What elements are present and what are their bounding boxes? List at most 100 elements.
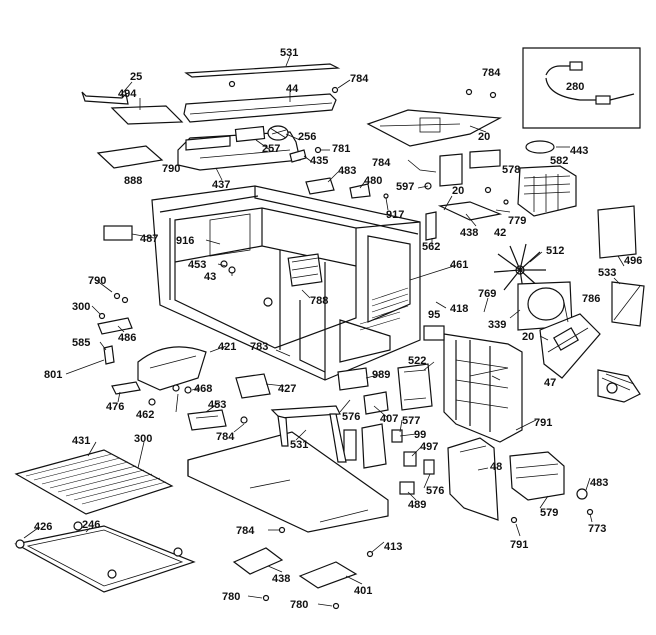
part-label: 784 <box>372 157 391 169</box>
part-label: 497 <box>420 441 438 453</box>
part-label: 576 <box>426 485 444 497</box>
part-label: 531 <box>290 439 308 451</box>
part-label: 576 <box>342 411 360 423</box>
bottom-trim-bar <box>270 405 347 463</box>
part-label: 781 <box>332 143 350 155</box>
part-label: 780 <box>222 591 240 603</box>
part-number-labels: 531 25 494 784 44 256 257 781 435 437 88… <box>34 47 642 611</box>
part-label: 20 <box>478 131 490 143</box>
part-label: 443 <box>570 145 588 157</box>
part-label: 453 <box>188 259 206 271</box>
part-label: 487 <box>140 233 158 245</box>
part-label: 489 <box>408 499 426 511</box>
waveguide-cover <box>366 109 503 147</box>
bracket-25 <box>81 91 129 105</box>
part-label: 99 <box>414 429 426 441</box>
part-label: 256 <box>298 131 316 143</box>
fan-orifice <box>517 281 573 331</box>
part-label: 47 <box>544 377 556 389</box>
part-label: 486 <box>118 332 136 344</box>
leader-lines <box>23 55 625 607</box>
bottom-screws <box>262 526 374 610</box>
parts-42-438-562 <box>425 186 509 241</box>
part-label: 421 <box>218 341 236 353</box>
part-label: 533 <box>598 267 616 279</box>
part-label: 453 <box>208 399 226 411</box>
magnetron-fuse-group <box>407 140 555 190</box>
center-small-parts <box>187 373 271 431</box>
insulation-sheet <box>110 105 184 125</box>
inset-box-280 <box>522 47 641 129</box>
part-label: 801 <box>44 369 62 381</box>
part-label: 435 <box>310 155 328 167</box>
part-label: 300 <box>72 301 90 313</box>
vent-motor-assembly <box>539 313 601 379</box>
transformer-582 <box>517 165 577 217</box>
part-label: 494 <box>118 88 137 100</box>
part-label: 888 <box>124 175 142 187</box>
part-label: 790 <box>162 163 180 175</box>
part-label: 788 <box>310 295 328 307</box>
screw-group-top <box>228 80 497 99</box>
part-label: 579 <box>540 507 558 519</box>
side-duct-48 <box>447 437 499 521</box>
part-label: 426 <box>34 521 52 533</box>
part-label: 480 <box>364 175 382 187</box>
part-label: 784 <box>482 67 501 79</box>
part-label: 512 <box>546 245 564 257</box>
part-label: 916 <box>176 235 194 247</box>
oven-cavity-frame <box>151 185 421 381</box>
part-label: 784 <box>216 431 235 443</box>
part-label: 401 <box>354 585 372 597</box>
part-label: 791 <box>510 539 528 551</box>
part-label: 582 <box>550 155 568 167</box>
part-label: 989 <box>372 369 390 381</box>
part-label: 48 <box>490 461 502 473</box>
part-label: 25 <box>130 71 142 83</box>
part-label: 462 <box>136 409 154 421</box>
stirrer-cover <box>111 346 207 406</box>
part-label: 20 <box>452 185 464 197</box>
part-label: 531 <box>280 47 298 59</box>
part-label: 438 <box>272 573 290 585</box>
part-label: 418 <box>450 303 468 315</box>
part-label: 773 <box>588 523 606 535</box>
part-label: 597 <box>396 181 414 193</box>
corner-bracket-533 <box>611 281 645 327</box>
bottom-tray <box>187 431 389 533</box>
transformer-579 <box>509 451 594 524</box>
part-label: 522 <box>408 355 426 367</box>
part-label: 783 <box>250 341 268 353</box>
part-label: 461 <box>450 259 468 271</box>
part-label: 578 <box>502 164 520 176</box>
part-label: 407 <box>380 413 398 425</box>
part-label: 246 <box>82 519 100 531</box>
part-label: 779 <box>508 215 526 227</box>
part-label: 280 <box>566 81 584 93</box>
fan-blade <box>493 243 546 297</box>
part-label: 44 <box>286 83 299 95</box>
latch-assembly <box>337 367 435 495</box>
part-label: 562 <box>422 241 440 253</box>
part-label: 790 <box>88 275 106 287</box>
part-label: 20 <box>522 331 534 343</box>
charcoal-filter-401 <box>298 561 358 589</box>
charcoal-filter-438 <box>232 547 284 575</box>
part-label: 496 <box>624 255 642 267</box>
part-label: 43 <box>204 271 216 283</box>
part-label: 577 <box>402 415 420 427</box>
part-label: 427 <box>278 383 296 395</box>
part-label: 468 <box>194 383 212 395</box>
side-panel-496 <box>597 205 637 259</box>
part-label: 780 <box>290 599 308 611</box>
part-label: 476 <box>106 401 124 413</box>
control-panel-frame <box>423 325 523 443</box>
top-cover <box>183 93 337 123</box>
grease-filter <box>96 145 164 169</box>
part-label: 483 <box>590 477 608 489</box>
part-label: 917 <box>386 209 404 221</box>
part-label: 769 <box>478 288 496 300</box>
top-trim-strip <box>184 63 341 78</box>
